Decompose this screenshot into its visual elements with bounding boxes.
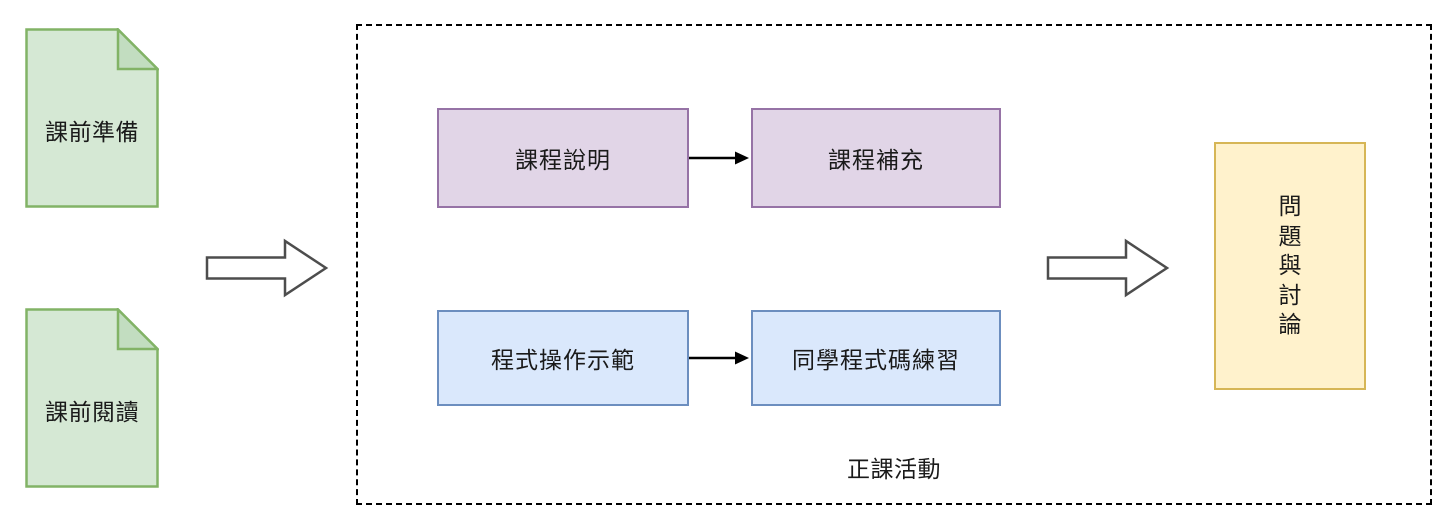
document-shape-pre-class-reading[interactable] bbox=[25, 308, 159, 488]
block-arrow-right bbox=[1046, 238, 1170, 298]
document-label-pre-class-preparation: 課前準備 bbox=[45, 119, 139, 145]
main-class-activity-label: 正課活動 bbox=[847, 456, 941, 482]
document-icon bbox=[25, 308, 159, 488]
outcome-char-2: 題 bbox=[1278, 222, 1302, 249]
process-box-course-description[interactable]: 課程說明 bbox=[437, 108, 689, 208]
right-block-arrow-icon bbox=[205, 238, 329, 298]
process-box-course-supplement[interactable]: 課程補充 bbox=[751, 108, 1001, 208]
process-box-student-code-practice[interactable]: 同學程式碼練習 bbox=[751, 310, 1001, 406]
process-box-program-demo[interactable]: 程式操作示範 bbox=[437, 310, 689, 406]
connector-demo-to-practice bbox=[689, 348, 751, 368]
outcome-char-4: 討 bbox=[1278, 281, 1302, 308]
outcome-char-5: 論 bbox=[1278, 311, 1302, 338]
document-icon bbox=[25, 28, 159, 208]
process-box-label-course-description: 課程說明 bbox=[515, 147, 611, 173]
document-label-pre-class-reading: 課前閱讀 bbox=[45, 399, 139, 425]
outcome-box-questions-and-discussion[interactable]: 問 題 與 討 論 bbox=[1214, 142, 1366, 390]
outcome-char-3: 與 bbox=[1278, 252, 1302, 279]
process-box-label-student-code-practice: 同學程式碼練習 bbox=[792, 347, 960, 373]
main-class-activity-container bbox=[356, 24, 1432, 505]
process-box-label-program-demo: 程式操作示範 bbox=[491, 347, 635, 373]
process-box-label-course-supplement: 課程補充 bbox=[828, 147, 924, 173]
block-arrow-left bbox=[205, 238, 329, 298]
outcome-char-1: 問 bbox=[1278, 193, 1302, 220]
document-shape-pre-class-preparation[interactable] bbox=[25, 28, 159, 208]
arrow-right-icon bbox=[689, 351, 749, 365]
connector-description-to-supplement bbox=[689, 148, 751, 168]
arrow-right-icon bbox=[689, 151, 749, 165]
right-block-arrow-icon bbox=[1046, 238, 1170, 298]
